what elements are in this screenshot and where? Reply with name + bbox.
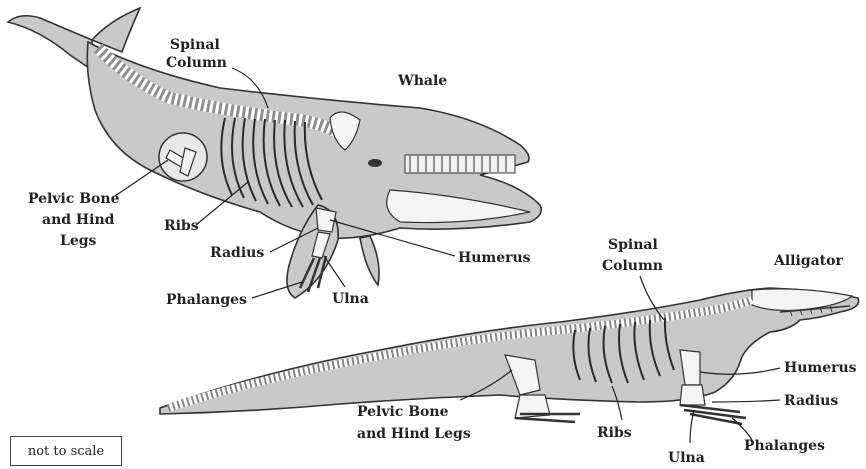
alligator-radius-label: Radius	[784, 393, 838, 409]
alligator-phalanges-label: Phalanges	[744, 438, 825, 454]
alligator-title: Alligator	[773, 253, 843, 269]
whale-spinal-column-label-line1: Spinal	[170, 37, 220, 53]
alligator-spinal-column-label-line1: Spinal	[608, 237, 658, 253]
alligator-illustration	[160, 288, 859, 424]
whale-title: Whale	[397, 73, 447, 89]
whale-baleen	[405, 155, 515, 173]
alligator-ribs-label: Ribs	[597, 425, 632, 441]
whale-pelvic-label-line3: Legs	[60, 233, 97, 249]
not-to-scale-note: not to scale	[10, 436, 122, 466]
whale-phalanges-label: Phalanges	[166, 292, 247, 308]
whale-ulna-label: Ulna	[332, 291, 369, 307]
whale-spinal-column-label-line2: Column	[166, 55, 227, 71]
alligator-spinal-column-label-line2: Column	[602, 258, 663, 274]
whale-radius-label: Radius	[210, 245, 264, 261]
whale-ribs-label: Ribs	[164, 218, 199, 234]
alligator-ulna-label: Ulna	[668, 450, 705, 466]
alligator-pelvic-label-line1: Pelvic Bone	[357, 404, 449, 420]
whale-pelvic-label-line2: and Hind	[42, 212, 115, 228]
alligator-pelvic-label-line2: and Hind Legs	[357, 426, 471, 442]
whale-humerus-label: Humerus	[458, 250, 531, 266]
whale-pelvic-label-line1: Pelvic Bone	[28, 191, 120, 207]
alligator-humerus-label: Humerus	[784, 360, 857, 376]
whale-eye	[368, 159, 382, 167]
whale-pelvic-bone	[159, 133, 207, 181]
